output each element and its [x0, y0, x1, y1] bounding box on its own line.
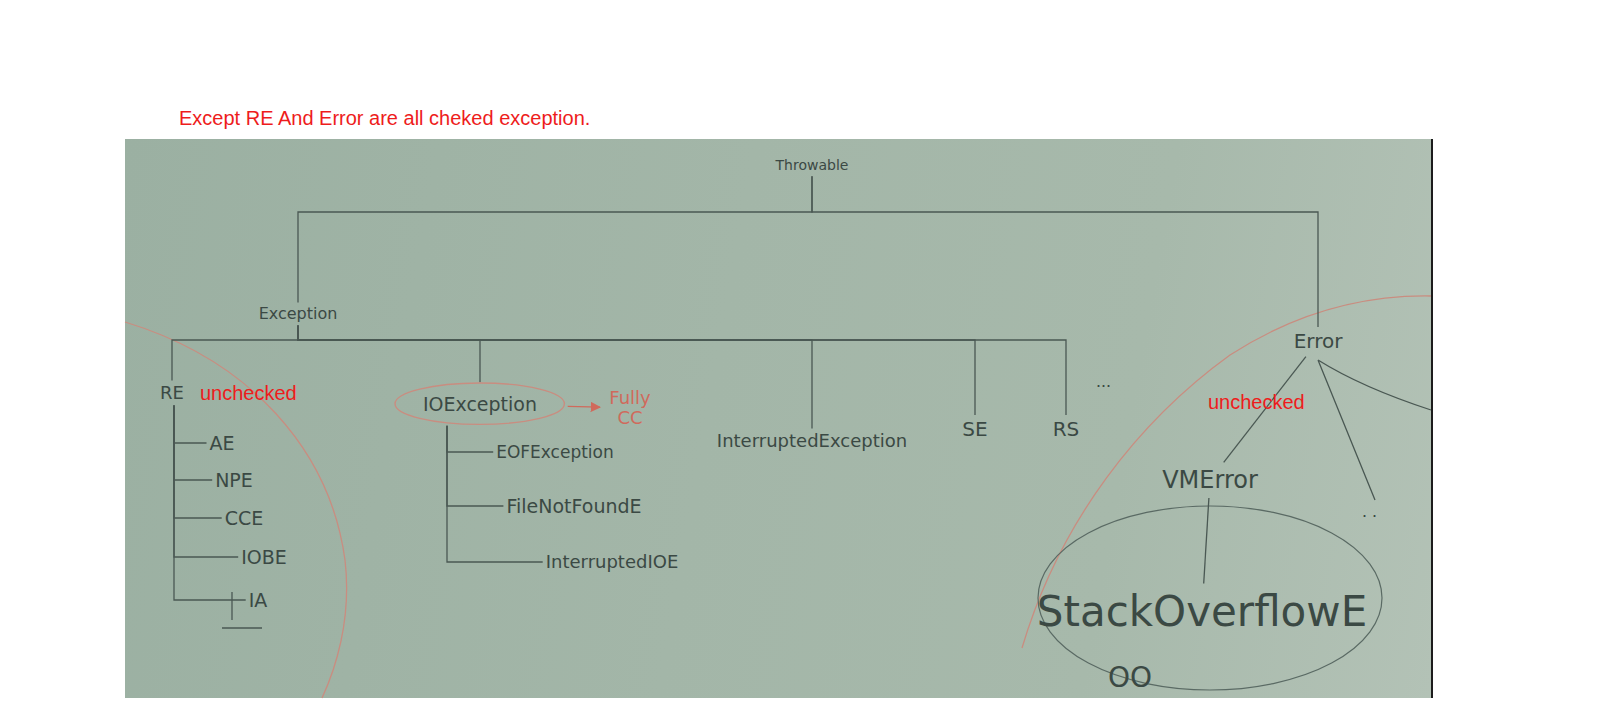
class-name: EOFException — [493, 440, 617, 464]
class-name: Throwable — [773, 156, 852, 176]
unchecked-note: unchecked — [200, 382, 297, 404]
node-text: IOException — [423, 394, 537, 415]
class-name: RE — [157, 381, 187, 406]
tree-line — [447, 426, 503, 506]
branch-line — [568, 406, 600, 408]
node-text: VMError — [1162, 467, 1258, 493]
node-text: InterruptedIOE — [546, 552, 679, 572]
node-text: Throwable — [776, 158, 849, 173]
node-text: InterruptedException — [717, 431, 907, 451]
node-text: IA — [249, 590, 268, 611]
unchecked-region-circle — [1022, 296, 1431, 648]
class-name: SE — [959, 415, 990, 443]
tree-line — [298, 326, 812, 429]
node-text: Error — [1294, 330, 1343, 352]
class-name: RS — [1050, 415, 1083, 443]
error-branch — [1318, 360, 1431, 500]
tree-line — [174, 406, 222, 519]
class-name: NPE — [212, 467, 256, 493]
class-name: InterruptedIOE — [543, 550, 682, 575]
class-name: FileNotFoundE — [503, 493, 644, 519]
class-name: IA — [246, 587, 271, 613]
class-name: AE — [206, 430, 237, 456]
branch-line — [1204, 498, 1209, 584]
tree-line — [812, 176, 1318, 327]
class-name: VMError — [1159, 464, 1261, 496]
tree-line — [174, 406, 212, 481]
node-text: SE — [962, 418, 987, 440]
tree-line — [174, 406, 246, 601]
more-marker: ... — [1096, 372, 1111, 392]
class-name: Error — [1291, 327, 1346, 355]
node-text: RE — [160, 383, 184, 403]
circled-class: IOException — [394, 382, 565, 425]
node-text: RS — [1053, 418, 1080, 440]
more-marker: . . — [1362, 502, 1377, 522]
tree-line — [447, 426, 493, 452]
class-name: Exception — [256, 303, 341, 326]
class-name: InterruptedException — [714, 429, 910, 454]
node-text: NPE — [215, 470, 253, 491]
tree-line — [298, 176, 812, 302]
node-text: OO — [1108, 663, 1152, 694]
checked-note: Fully CC — [602, 386, 658, 430]
node-text: Exception — [259, 305, 338, 323]
tree-line — [298, 326, 480, 383]
node-text: AE — [209, 433, 234, 454]
note-text: Except RE And Error are all cheked excep… — [179, 107, 590, 129]
unchecked-note: unchecked — [1208, 391, 1305, 413]
circle-outline — [395, 383, 564, 424]
node-text: CCE — [225, 508, 264, 529]
class-name: StackOverflowE — [1034, 586, 1370, 639]
node-text: EOFException — [496, 443, 614, 462]
unchecked-region-circle — [125, 322, 347, 698]
class-name: OO — [1105, 660, 1155, 697]
node-text: StackOverflowE — [1037, 589, 1367, 635]
node-text: FileNotFoundE — [506, 496, 641, 517]
class-name: CCE — [222, 505, 267, 531]
node-text: Fully CC — [602, 388, 658, 428]
tree-line — [174, 406, 207, 444]
tree-line — [298, 326, 1066, 416]
tree-line — [172, 326, 298, 381]
node-text: IOBE — [241, 547, 287, 568]
class-name: IOBE — [238, 544, 290, 570]
